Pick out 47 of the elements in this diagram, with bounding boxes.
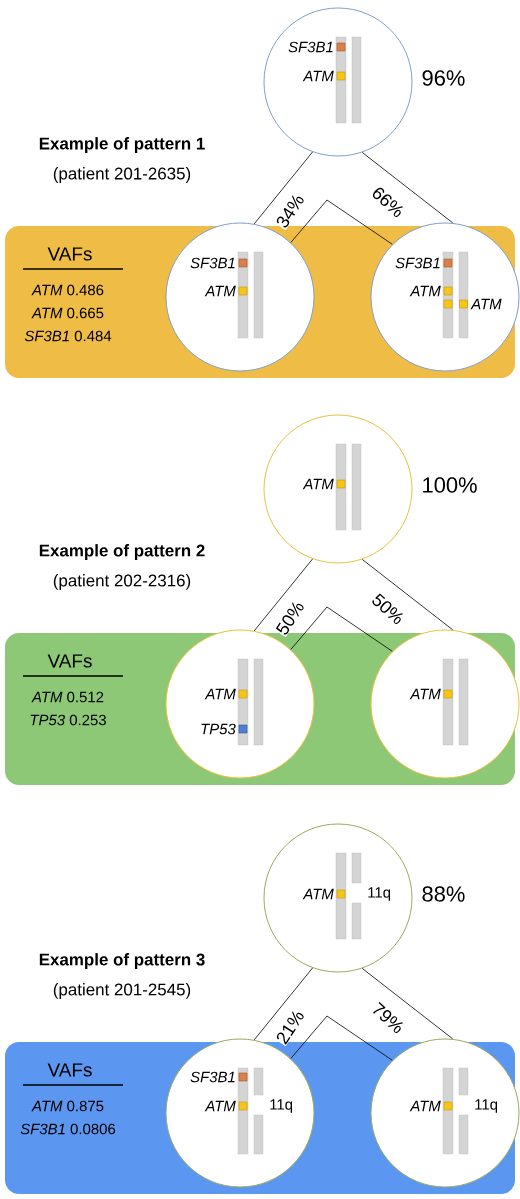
gene-label: SF3B1 xyxy=(190,1071,235,1083)
gene-label: ATM xyxy=(409,285,441,297)
clone-percentage: 96% xyxy=(422,70,465,86)
vaf-value: SF3B1 0.0806 xyxy=(20,1123,116,1135)
gene-label: ATM xyxy=(470,298,502,310)
clone-circle xyxy=(263,823,413,973)
branch-line xyxy=(253,151,313,225)
gene-label: ATM xyxy=(204,285,236,297)
clone-percentage: 100% xyxy=(423,477,477,493)
gene-label: ATM xyxy=(302,478,334,490)
gene-label: SF3B1 xyxy=(288,41,333,53)
branch-line xyxy=(253,967,313,1041)
vaf-heading: VAFs xyxy=(47,1063,92,1077)
deletion-label: 11q xyxy=(475,1099,498,1113)
branch-line xyxy=(361,152,454,224)
gene-label: ATM xyxy=(204,688,236,700)
deletion-label: 11q xyxy=(270,1099,293,1113)
vaf-value: ATM 0.512 xyxy=(31,691,104,703)
patient-id: (patient 202-2316) xyxy=(53,574,191,590)
branch-line xyxy=(361,968,454,1040)
gene-label: ATM xyxy=(204,1100,236,1112)
vaf-value: ATM 0.875 xyxy=(31,1100,104,1112)
vaf-value: SF3B1 0.484 xyxy=(24,330,112,342)
clone-percentage: 88% xyxy=(422,886,465,902)
vaf-value: ATM 0.486 xyxy=(31,284,104,296)
patient-id: (patient 201-2545) xyxy=(53,983,191,999)
gene-label: ATM xyxy=(409,1100,441,1112)
edge-label: 66% xyxy=(369,184,407,220)
gene-label: ATM xyxy=(302,70,334,82)
deletion-label: 11q xyxy=(368,887,391,901)
branch-line xyxy=(361,559,454,631)
panel-heading: Example of pattern 3 xyxy=(39,953,205,969)
gene-label: ATM xyxy=(409,688,441,700)
gene-label: SF3B1 xyxy=(190,257,235,269)
vaf-heading: VAFs xyxy=(47,247,92,261)
gene-label: ATM xyxy=(302,888,334,900)
clone-circle xyxy=(263,7,413,157)
vaf-heading: VAFs xyxy=(47,654,92,668)
patient-id: (patient 201-2635) xyxy=(53,167,191,183)
vaf-value: TP53 0.253 xyxy=(30,714,106,726)
panel-heading: Example of pattern 1 xyxy=(39,137,205,153)
vaf-value: ATM 0.665 xyxy=(31,307,104,319)
panel-heading: Example of pattern 2 xyxy=(39,544,205,560)
gene-label: TP53 xyxy=(201,723,236,735)
branch-line xyxy=(253,558,313,632)
clone-circle xyxy=(263,414,413,564)
gene-label: SF3B1 xyxy=(395,257,440,269)
